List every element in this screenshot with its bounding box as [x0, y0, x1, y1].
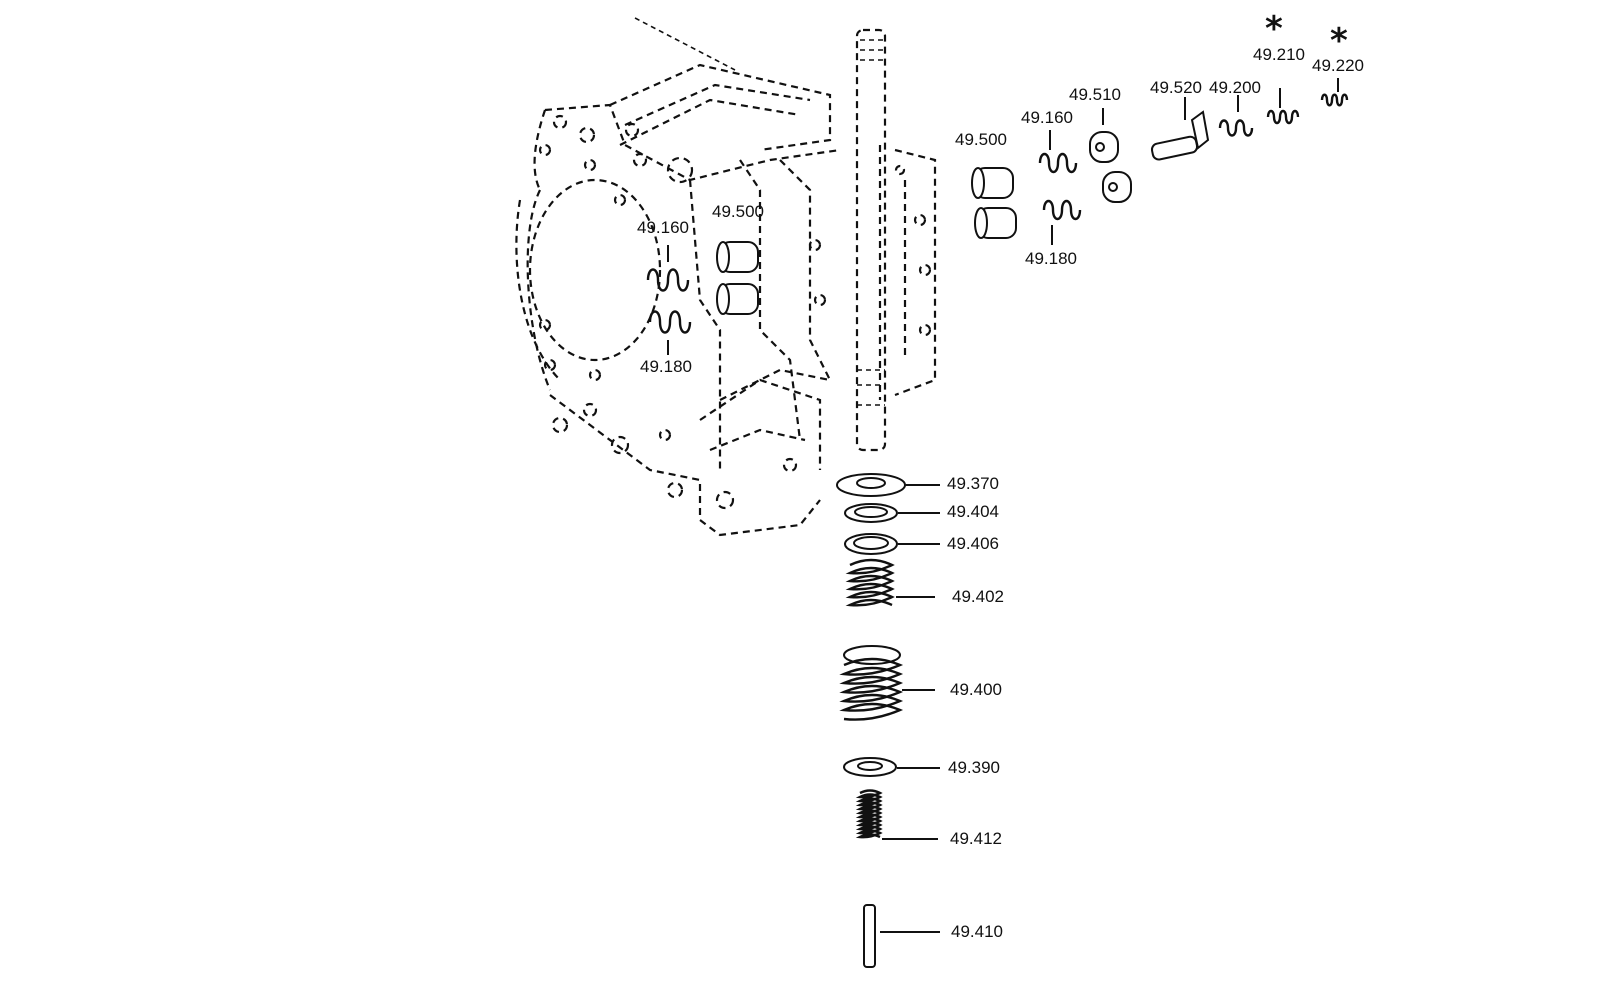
- label-49500-left: 49.500: [712, 202, 764, 221]
- label-49180-left: 49.180: [640, 357, 692, 376]
- housing-outline: [515, 17, 937, 537]
- ring-49404: [844, 503, 898, 523]
- label-49160-left: 49.160: [637, 218, 689, 237]
- right-springs: [1038, 78, 1349, 245]
- pin-49410: [863, 904, 876, 968]
- washer-49390: [843, 757, 897, 777]
- spring-49412: [855, 789, 883, 839]
- label-49500-right: 49.500: [955, 130, 1007, 149]
- label-49412: 49.412: [950, 829, 1002, 848]
- asterisk-49220: *: [1330, 21, 1348, 61]
- ring-49406: [844, 533, 898, 555]
- right-bushings-49500: [971, 167, 1017, 239]
- label-49520: 49.520: [1150, 78, 1202, 97]
- label-49370: 49.370: [947, 474, 999, 493]
- asterisk-49210: *: [1265, 9, 1283, 49]
- label-49210: 49.210: [1253, 45, 1305, 64]
- label-49406: 49.406: [947, 534, 999, 553]
- label-49510: 49.510: [1069, 85, 1121, 104]
- label-49180-right: 49.180: [1025, 249, 1077, 268]
- left-bushings: [716, 241, 759, 315]
- label-49390: 49.390: [948, 758, 1000, 777]
- label-49404: 49.404: [947, 502, 999, 521]
- label-49402: 49.402: [952, 587, 1004, 606]
- left-springs: [646, 245, 692, 355]
- rollers-49510: [1089, 108, 1132, 203]
- label-49200: 49.200: [1209, 78, 1261, 97]
- spring-49400: [839, 645, 904, 721]
- spring-49402: [845, 558, 895, 607]
- label-49160-right: 49.160: [1021, 108, 1073, 127]
- label-49410: 49.410: [951, 922, 1003, 941]
- washer-49370: [836, 473, 906, 497]
- shaft-dashed: [855, 28, 887, 452]
- label-49400: 49.400: [950, 680, 1002, 699]
- label-49220: 49.220: [1312, 56, 1364, 75]
- lever-pin-49520: [1150, 97, 1210, 161]
- leader-lines: [880, 484, 940, 933]
